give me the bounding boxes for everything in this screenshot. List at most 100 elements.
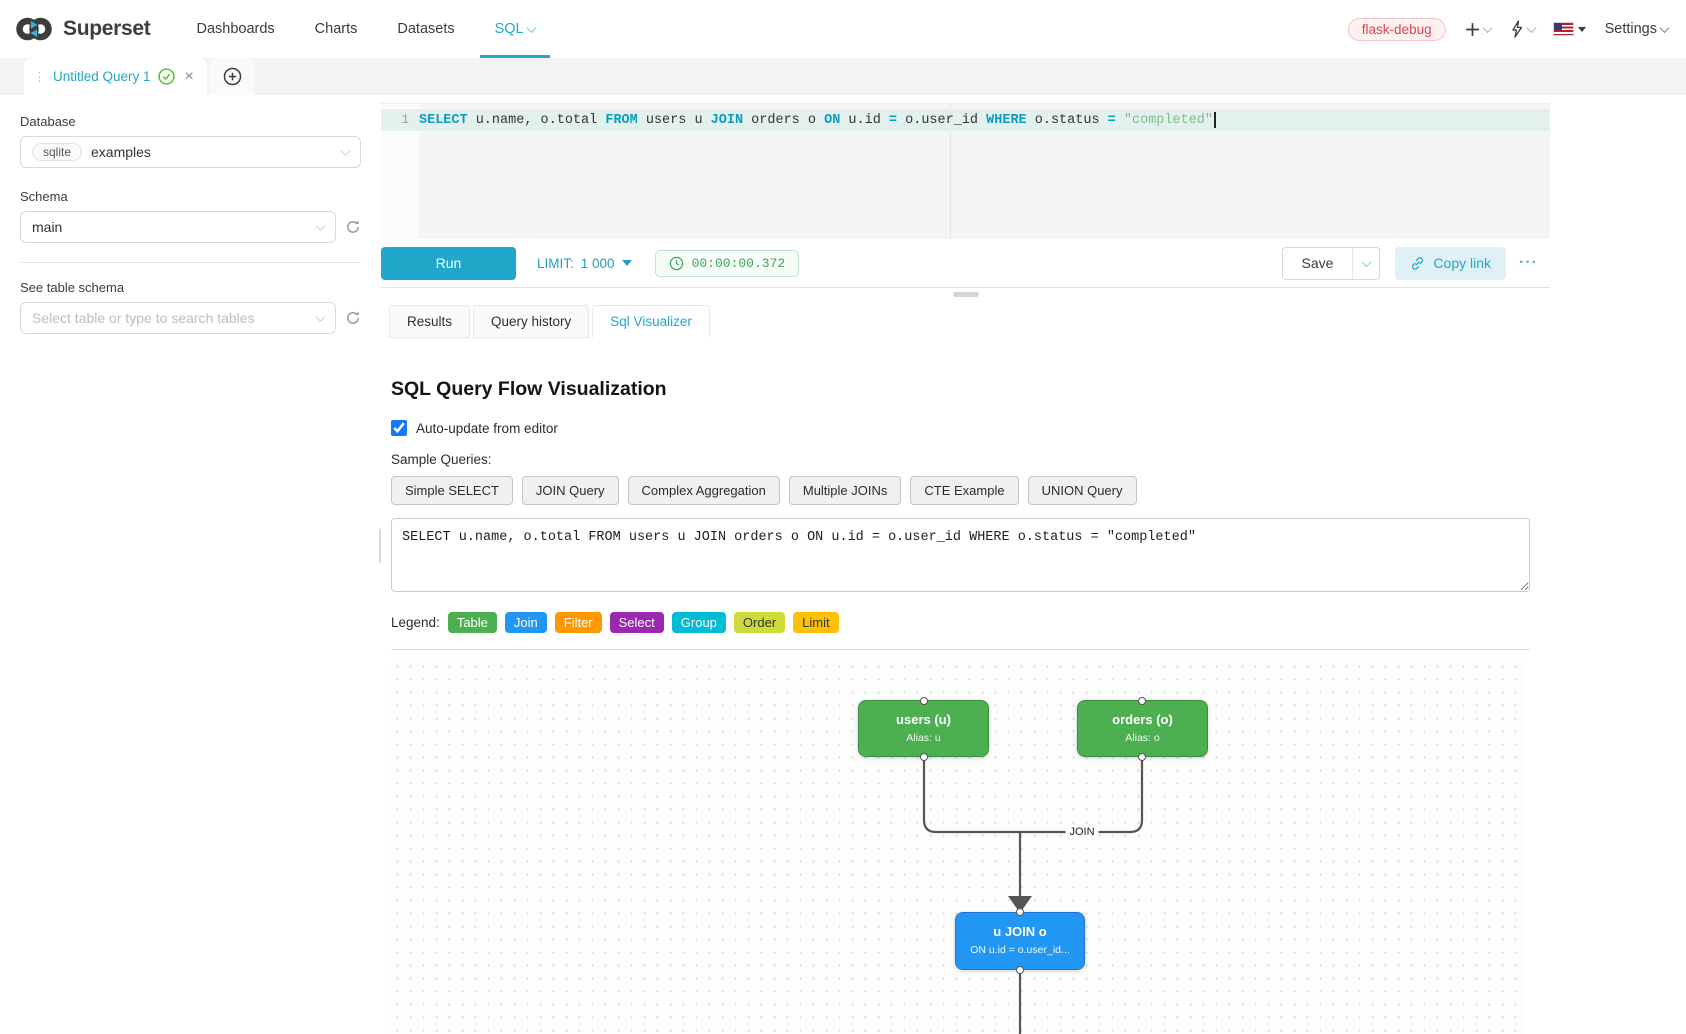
sample-queries-label: Sample Queries: (391, 452, 492, 467)
drag-handle-icon[interactable]: ⋮ (33, 68, 46, 84)
page-title: SQL Query Flow Visualization (391, 378, 667, 400)
legend-badge-select: Select (609, 612, 664, 633)
limit-dropdown[interactable]: LIMIT: 1 000 (537, 256, 632, 271)
sql-token: = (888, 112, 898, 128)
editor-toolbar: Run LIMIT: 1 000 00:00:00.372 Save (381, 239, 1550, 288)
node-handle[interactable] (1138, 697, 1146, 705)
legend-badge-limit: Limit (793, 612, 839, 633)
refresh-tables-icon[interactable] (345, 310, 361, 326)
lightning-icon (1511, 20, 1522, 38)
chevron-down-icon (1659, 22, 1670, 33)
sql-token: orders o (743, 112, 825, 128)
sample-query-button[interactable]: CTE Example (910, 476, 1019, 505)
brand-name: Superset (63, 17, 151, 40)
legend-badge-filter: Filter (554, 612, 602, 633)
sql-token: SELECT (419, 112, 468, 128)
node-handle[interactable] (1138, 753, 1146, 761)
flow-node-users[interactable]: users (u) Alias: u (858, 700, 989, 757)
flow-node-orders[interactable]: orders (o) Alias: o (1077, 700, 1208, 757)
database-select[interactable]: sqlite examples (20, 136, 361, 168)
sql-visualizer-pane: SQL Query Flow Visualization Auto-update… (381, 338, 1550, 1034)
nav-item-sql[interactable]: SQL (479, 0, 550, 58)
schema-select-value: main (32, 219, 63, 235)
settings-label: Settings (1604, 21, 1657, 37)
main-nav: Dashboards Charts Datasets SQL (176, 0, 554, 58)
limit-value: 1 000 (580, 255, 615, 271)
nav-item-label: Datasets (397, 21, 455, 37)
nav-item-charts[interactable]: Charts (309, 0, 364, 58)
sample-query-button[interactable]: JOIN Query (521, 476, 619, 505)
flow-node-join[interactable]: u JOIN o ON u.id = o.user_id... (955, 912, 1085, 970)
sample-query-button[interactable]: Multiple JOINs (788, 476, 902, 505)
elapsed-timer: 00:00:00.372 (654, 249, 800, 277)
settings-menu[interactable]: Settings (1604, 21, 1670, 37)
sample-query-button[interactable]: Simple SELECT (391, 476, 513, 505)
node-subtitle: ON u.id = o.user_id... (970, 944, 1070, 956)
new-tab-button[interactable] (209, 58, 255, 95)
auto-update-row: Auto-update from editor (391, 420, 1530, 436)
chevron-down-icon (526, 22, 537, 33)
caret-down-icon (621, 260, 632, 267)
node-handle[interactable] (1016, 966, 1024, 974)
tab-query-history[interactable]: Query history (473, 305, 590, 338)
plus-circle-icon (223, 67, 242, 86)
elapsed-time: 00:00:00.372 (691, 255, 786, 271)
query-search-menu[interactable] (1510, 20, 1537, 38)
refresh-schemas-icon[interactable] (345, 219, 361, 235)
table-select[interactable]: Select table or type to search tables (20, 302, 336, 334)
sql-code-line: SELECT u.name, o.total FROM users u JOIN… (419, 112, 1217, 128)
node-handle[interactable] (920, 753, 928, 761)
tab-results[interactable]: Results (389, 305, 471, 338)
clock-icon (669, 256, 683, 270)
close-tab-icon[interactable]: × (184, 67, 194, 85)
query-tab-untitled-query-1[interactable]: ⋮ Untitled Query 1 × (24, 58, 207, 95)
us-flag-icon (1552, 22, 1574, 36)
node-handle[interactable] (920, 697, 928, 705)
chevron-down-icon (340, 145, 351, 156)
nav-item-datasets[interactable]: Datasets (391, 0, 460, 58)
nav-item-label: Charts (314, 21, 358, 37)
sample-query-button[interactable]: Complex Aggregation (627, 476, 780, 505)
sample-query-buttons: Simple SELECT JOIN Query Complex Aggregati… (391, 476, 1530, 505)
schema-select[interactable]: main (20, 211, 336, 243)
flow-canvas[interactable]: JOIN users (u) Alias: u orders (o) Alias… (391, 660, 1525, 1034)
sql-token: u.name, o.total (467, 112, 606, 128)
node-handle[interactable] (1016, 908, 1024, 916)
superset-logo[interactable]: Superset (14, 16, 151, 42)
save-dropdown-button[interactable] (1352, 247, 1379, 279)
sql-token (1116, 113, 1124, 128)
edge-label-join: JOIN (1065, 825, 1099, 839)
chevron-down-icon (315, 220, 326, 231)
database-label: Database (20, 114, 76, 129)
tab-sql-visualizer[interactable]: Sql Visualizer (592, 305, 710, 338)
sql-token: o.status (1026, 112, 1108, 128)
more-menu-button[interactable]: ··· (1519, 254, 1538, 272)
nav-item-dashboards[interactable]: Dashboards (190, 0, 280, 58)
sample-query-button[interactable]: UNION Query (1027, 476, 1137, 505)
editor-print-margin (950, 104, 951, 240)
flow-edges (922, 757, 1144, 1034)
sql-token: WHERE (986, 112, 1027, 128)
run-button[interactable]: Run (381, 246, 516, 280)
auto-update-checkbox[interactable] (391, 420, 407, 436)
database-select-value: examples (91, 144, 151, 160)
table-schema-label: See table schema (20, 280, 125, 295)
save-split-button: Save (1281, 246, 1381, 280)
sql-editor[interactable]: 1 SELECT u.name, o.total FROM users u JO… (381, 103, 1550, 240)
copy-link-button[interactable]: Copy link (1395, 246, 1507, 280)
query-input[interactable]: SELECT u.name, o.total FROM users u JOIN… (391, 518, 1530, 592)
legend-badge-group: Group (671, 612, 726, 633)
table-select-placeholder: Select table or type to search tables (32, 310, 255, 326)
sql-token: FROM (605, 112, 638, 128)
caret-down-icon (1577, 26, 1586, 32)
sqllab-main-panel: 1 SELECT u.name, o.total FROM users u JO… (381, 95, 1550, 1034)
language-picker[interactable] (1552, 22, 1586, 36)
new-item-menu[interactable] (1465, 22, 1493, 37)
panel-resize-handle[interactable] (952, 292, 979, 297)
save-button[interactable]: Save (1301, 255, 1334, 272)
database-engine-tag: sqlite (32, 143, 83, 161)
copy-link-label: Copy link (1433, 255, 1492, 272)
auto-update-label: Auto-update from editor (416, 420, 558, 436)
